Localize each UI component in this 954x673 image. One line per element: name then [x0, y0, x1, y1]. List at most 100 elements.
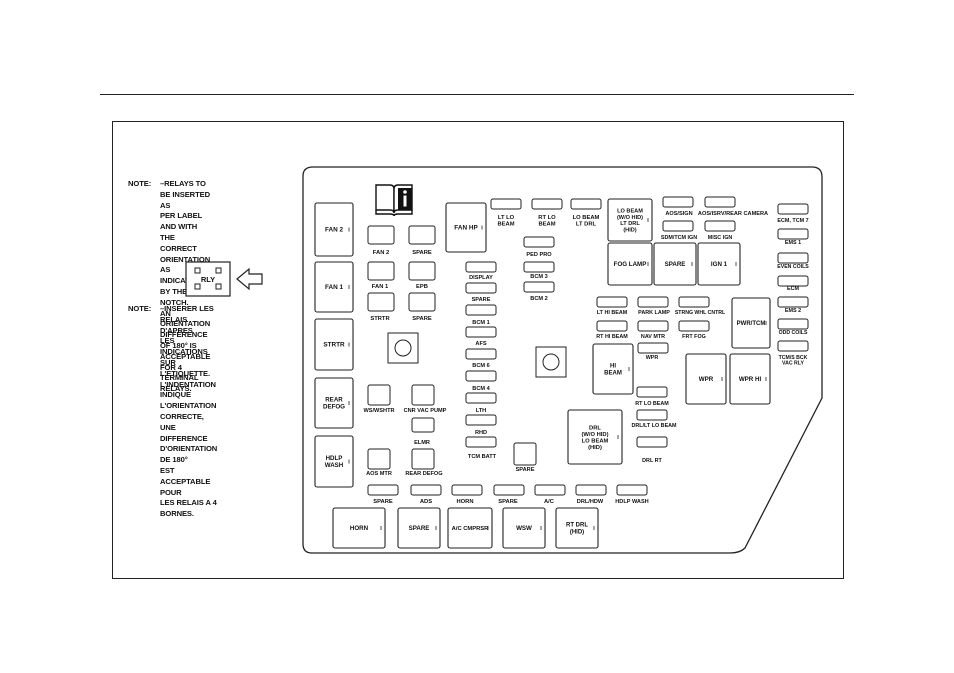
- relay-fog-lamp: FOG LAMP: [607, 242, 653, 286]
- fuse-ac-f: A/C: [534, 484, 566, 505]
- relay-horn: HORN: [332, 507, 386, 549]
- relay-fan2: FAN 2: [314, 202, 354, 257]
- fuse-hdlp-wash-f: HDLP WASH: [615, 484, 649, 505]
- fuse-label: ELMR: [414, 440, 430, 446]
- relay-label: WSW: [516, 525, 532, 532]
- relay-strtr: STRTR: [314, 318, 354, 371]
- fuse-label: STRNG WHL CNTRL: [675, 310, 726, 316]
- relay-label: STRTR: [323, 342, 345, 349]
- fuse-strng-whl: STRNG WHL CNTRL: [675, 296, 726, 316]
- fuse-spare-top: SPARE: [408, 225, 436, 256]
- fuse-horn-f: HORN: [451, 484, 483, 505]
- relay-fan-hp: FAN HP: [445, 202, 487, 253]
- fuse-display: DISPLAY: [465, 261, 497, 281]
- fuse-lt-hi-beam: LT HI BEAM: [596, 296, 628, 316]
- fuse-drl-rt: DRL RT: [636, 436, 668, 464]
- fuse-wswshtr: WS/WSHTR: [363, 384, 395, 414]
- relay-spare-b: SPARE: [397, 507, 441, 549]
- fuse-wpr-fuse: WPR: [637, 342, 669, 361]
- relay-fan1: FAN 1: [314, 261, 354, 313]
- relay-label: HORN: [350, 525, 369, 532]
- fuse-label: DRL/HDW: [577, 499, 604, 505]
- fuse-bcm1: BCM 1: [465, 304, 497, 326]
- relay-label: A/C CMPRSR: [452, 526, 490, 532]
- relay-drl: DRL(W/O HID)LO BEAM(HID): [567, 409, 623, 465]
- relay-legend-label: RLY: [201, 275, 215, 284]
- fuse-label: SPARE: [412, 250, 432, 256]
- fuse-label: BCM 1: [472, 320, 489, 326]
- fuse-spare-3: SPARE: [408, 292, 436, 322]
- fuse-label: ODD COILS: [779, 330, 808, 336]
- fuse-aos-isrv: AOS/ISRV/REAR CAMERA: [698, 196, 768, 217]
- fuse-bcm6: BCM 6: [465, 348, 497, 369]
- fuse-label: MISC IGN: [708, 235, 733, 241]
- fuse-elmr: ELMR: [411, 417, 435, 446]
- fuse-ped-pro: PED PRO: [523, 236, 555, 258]
- fuse-ads: ADS: [410, 484, 442, 505]
- fuse-label: EMS 2: [785, 308, 801, 314]
- fuse-label: ADS: [420, 499, 432, 505]
- fuse-epb: EPB: [408, 261, 436, 290]
- relay-label: SPARE: [665, 261, 686, 268]
- fuse-label: NAV MTR: [641, 334, 665, 340]
- relay-label: SPARE: [409, 525, 430, 532]
- relay-label: DRL(W/O HID)LO BEAM(HID): [581, 425, 608, 451]
- fuse-rear-defog-f: REAR DEFOG: [405, 448, 443, 477]
- fuse-label: SPARE: [516, 467, 535, 473]
- fuse-label: AOS/ISRV/REAR CAMERA: [698, 211, 768, 217]
- relay-label: RT DRL(HID): [566, 523, 588, 536]
- fuse-rhd: RHD: [465, 414, 497, 436]
- fuse-label: RHD: [475, 430, 487, 436]
- fuse-label: SPARE: [498, 499, 518, 505]
- relay-label: LO BEAM(W/O HID)LT DRL(HID): [617, 209, 643, 234]
- fuse-label: SPARE: [412, 316, 432, 322]
- fuse-spare-b1: SPARE: [367, 484, 399, 505]
- fuse-bcm2: BCM 2: [523, 281, 555, 302]
- note-text: –RELAYS TO BE INSERTED AS PER LABEL AND …: [160, 179, 211, 394]
- relay-wpr-hi: WPR HI: [729, 353, 771, 405]
- fuse-spare-2: SPARE: [465, 282, 497, 303]
- fuse-label: EMS 1: [785, 240, 801, 246]
- fuse-nav-mtr: NAV MTR: [637, 320, 669, 340]
- fuse-fan1-top: FAN 1: [367, 261, 395, 290]
- diagram-frame: [112, 121, 844, 579]
- relay-label: IGN 1: [711, 261, 728, 268]
- fuse-label: AOS/SIGN: [665, 211, 692, 217]
- fuse-label: BCM 4: [472, 386, 490, 392]
- fuse-label: DISPLAY: [469, 275, 493, 281]
- fuse-park-lamp: PARK LAMP: [637, 296, 670, 316]
- fuse-tcm-batt: TCM BATT: [465, 436, 497, 460]
- fuse-label: FRT FOG: [682, 334, 706, 340]
- fuse-ecm-tcm7: ECM, TCM 7: [777, 203, 809, 224]
- fuse-label: HDLP WASH: [615, 499, 648, 505]
- note-english: NOTE: –RELAYS TO BE INSERTED AS PER LABE…: [128, 179, 210, 393]
- fuse-spare-small: SPARE: [513, 442, 537, 473]
- fuse-strtr-top: STRTR: [367, 292, 395, 322]
- mounting-hole: [387, 332, 419, 364]
- relay-rt-drl: RT DRL(HID): [555, 507, 599, 549]
- relay-ac-cmprsr: A/C CMPRSR: [447, 507, 493, 549]
- fuse-label: RT HI BEAM: [596, 334, 628, 340]
- relay-label: FAN 1: [325, 284, 344, 291]
- relay-spare-fog: SPARE: [653, 242, 697, 286]
- relay-label: WPR HI: [739, 376, 762, 383]
- relay-lo-beam-hid: LO BEAM(W/O HID)LT DRL(HID): [607, 198, 653, 242]
- fuse-aos-mtr: AOS MTR: [366, 448, 392, 477]
- fuse-label: CNR VAC PUMP: [404, 408, 447, 414]
- fuse-sdm-ign: SDM/TCM IGN: [661, 220, 697, 241]
- fuse-label: EVEN COILS: [777, 264, 809, 270]
- relay-legend-icon: RLY: [185, 261, 231, 297]
- fuse-lt-drl-lo: DRL/LT LO BEAM: [631, 409, 677, 429]
- relay-pwr-tcm: PWR/TCM: [731, 297, 771, 349]
